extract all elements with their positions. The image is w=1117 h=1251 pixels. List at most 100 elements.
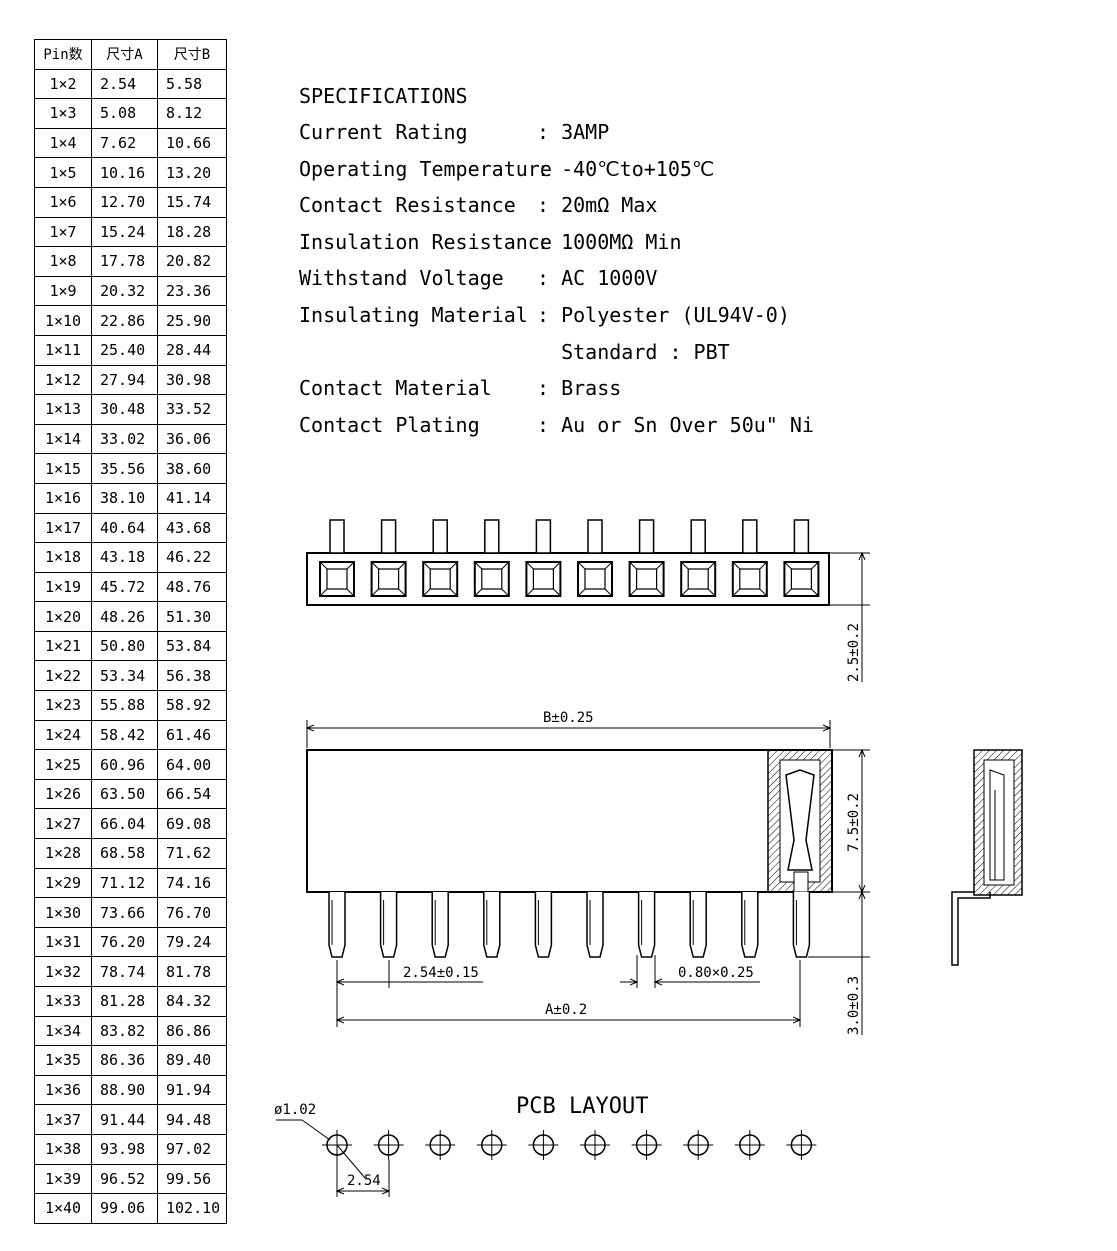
contact-opening-inner: [378, 568, 400, 590]
spec-label: Insulation Resistance: [299, 229, 552, 254]
front-pin: [586, 892, 604, 958]
cell-pin: 1×27: [34, 808, 92, 840]
top-contact-tail: [380, 519, 397, 554]
cell-b: 102.10: [157, 1193, 227, 1224]
cell-b: 18.28: [157, 216, 227, 248]
spec-label: Withstand Voltage: [299, 266, 504, 291]
cell-a: 99.06: [91, 1193, 158, 1224]
spec-value: : Polyester (UL94V-0): [537, 302, 790, 327]
header-dim-a: 尺寸A: [91, 39, 158, 70]
cell-a: 22.86: [91, 305, 158, 336]
spec-label: Insulating Material: [299, 302, 528, 327]
specifications-title: SPECIFICATIONS: [299, 84, 468, 108]
cell-pin: 1×10: [34, 305, 92, 336]
side-view: [951, 749, 1023, 966]
cell-b: 8.12: [157, 98, 227, 129]
cell-a: 30.48: [91, 394, 158, 425]
front-pin: [379, 892, 398, 958]
cell-pin: 1×3: [34, 98, 92, 129]
top-view-body: [306, 552, 830, 606]
cell-b: 5.58: [157, 68, 227, 100]
cell-a: 40.64: [91, 512, 158, 544]
contact-opening-inner: [326, 568, 348, 590]
cell-pin: 1×38: [34, 1133, 92, 1165]
contact-opening-inner: [429, 568, 451, 590]
cell-a: 76.20: [91, 926, 158, 958]
cell-pin: 1×2: [34, 68, 92, 100]
cell-b: 89.40: [157, 1045, 227, 1076]
cell-b: 53.84: [157, 630, 227, 662]
cell-a: 66.04: [91, 808, 158, 840]
cell-b: 10.66: [157, 127, 227, 159]
front-pin: [483, 892, 501, 958]
cell-b: 48.76: [157, 571, 227, 603]
pcb-pitch-label: 2.54: [347, 1173, 381, 1189]
cell-a: 88.90: [91, 1074, 158, 1106]
cell-a: 53.34: [91, 660, 158, 692]
header-pin-count: Pin数: [34, 39, 92, 70]
cell-b: 30.98: [157, 364, 227, 396]
contact-opening-chamfer: [680, 561, 716, 597]
cell-b: 84.32: [157, 986, 227, 1017]
front-pin: [792, 892, 811, 958]
spec-row: Contact Resistance : 20mΩ Max: [299, 187, 657, 224]
spec-row: Contact Plating : Au or Sn Over 50u" Ni: [299, 407, 814, 444]
cell-a: 78.74: [91, 956, 158, 987]
cell-a: 91.44: [91, 1104, 158, 1135]
front-view-pins: [328, 892, 811, 958]
cell-b: 99.56: [157, 1163, 227, 1195]
spec-value: : Au or Sn Over 50u" Ni: [537, 412, 814, 437]
cell-pin: 1×23: [34, 690, 92, 721]
dim-a-label: A±0.2: [545, 1002, 587, 1018]
cell-a: 63.50: [91, 778, 158, 810]
cell-b: 66.54: [157, 778, 227, 810]
contact-spring-section: [785, 769, 815, 871]
contact-opening-chamfer: [577, 561, 613, 597]
spec-value: : Brass: [537, 376, 622, 401]
contact-opening-chamfer: [784, 561, 819, 597]
spec-label: Contact Resistance: [299, 193, 516, 218]
pcb-layout-title: PCB LAYOUT: [516, 1094, 648, 1119]
spec-value: : AC 1000V: [537, 266, 658, 291]
cell-pin: 1×19: [34, 571, 92, 603]
top-contact-tail: [690, 519, 706, 554]
spec-label: Operating Temperature: [299, 156, 552, 181]
cell-b: 94.48: [157, 1104, 227, 1135]
cell-a: 35.56: [91, 453, 158, 484]
cell-b: 61.46: [157, 719, 227, 751]
cell-pin: 1×15: [34, 453, 92, 484]
cell-b: 74.16: [157, 867, 227, 899]
pcb-layout: PCB LAYOUT ø1.02 2.54: [274, 1094, 817, 1197]
cell-pin: 1×34: [34, 1015, 92, 1047]
top-contact-tail: [432, 519, 448, 554]
front-pin: [431, 892, 449, 958]
spec-label: Contact Plating: [299, 412, 480, 437]
cell-a: 58.42: [91, 719, 158, 751]
front-pin: [328, 892, 346, 958]
pcb-holes: [322, 1130, 817, 1160]
contact-opening-inner: [790, 568, 813, 590]
top-contact-tail: [793, 519, 810, 554]
contact-opening-chamfer: [319, 561, 355, 597]
spec-value: : 1000MΩ Min: [537, 229, 682, 254]
cell-a: 68.58: [91, 838, 158, 869]
spec-value: : 20mΩ Max: [537, 193, 658, 218]
